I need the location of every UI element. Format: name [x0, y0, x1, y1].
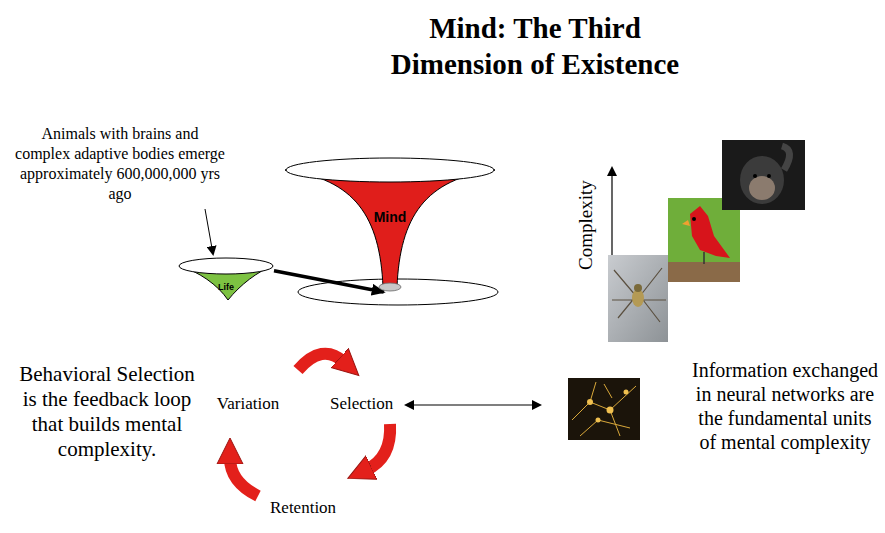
callout-note: Animals with brains and complex adaptive…: [14, 124, 226, 204]
cardinal-photo: [668, 198, 740, 282]
note-text: Behavioral Selection is the feedback loo…: [10, 362, 204, 462]
title: Mind: The Third Dimension of Existence: [300, 10, 770, 82]
note-text: Information exchanged in neural networks…: [690, 358, 880, 454]
spider-photo: [608, 255, 668, 342]
connector-arrow: [274, 271, 384, 292]
node-label: Life: [178, 281, 274, 293]
axis-label: Complexity: [574, 155, 598, 295]
cycle-step: Variation: [208, 393, 288, 414]
node-label: Mind: [285, 209, 495, 226]
neuron-photo: [568, 378, 640, 440]
cycle-step: Retention: [270, 497, 354, 518]
double-arrow: [412, 404, 540, 405]
chimp-photo: [722, 140, 805, 210]
leader-line: [205, 209, 213, 254]
cycle-step: Selection: [330, 393, 406, 414]
life-funnel: Life: [178, 257, 274, 303]
life-funnel-shape: [178, 257, 274, 303]
mind-funnel: Mind: [285, 157, 495, 292]
cycle-arrows: [230, 354, 390, 496]
